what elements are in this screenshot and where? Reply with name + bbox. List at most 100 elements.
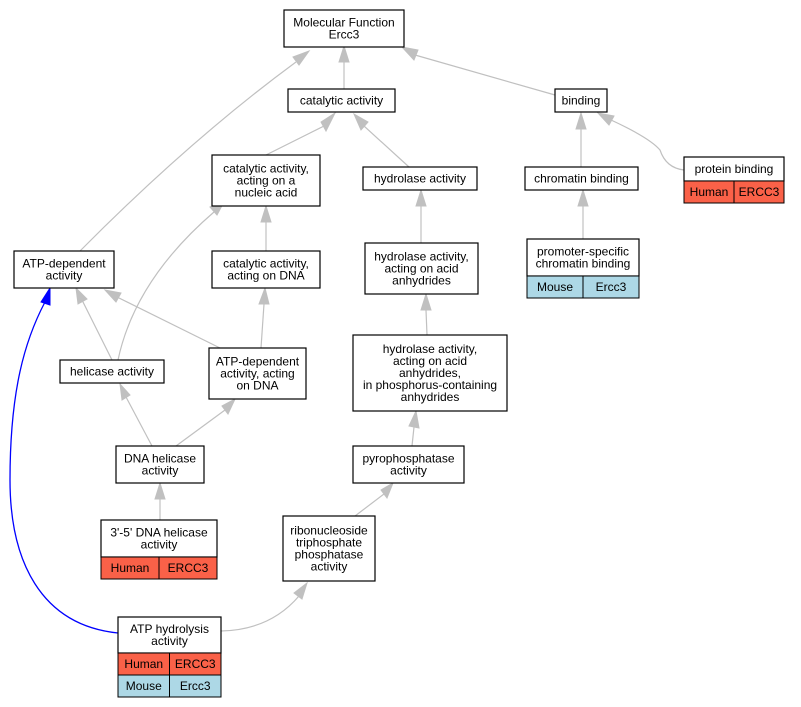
node-label-line: activity [311, 560, 348, 574]
edge-binding-chromatin [575, 111, 587, 167]
node-hyd-phos[interactable]: hydrolase activity,acting on acidanhydri… [352, 334, 508, 412]
node-chromatin[interactable]: chromatin binding [524, 166, 639, 191]
node-box [283, 9, 405, 48]
node-label-line: acting on DNA [227, 269, 304, 283]
node-label-line: acting on acid [384, 262, 458, 276]
node-box [211, 154, 321, 207]
node-label-line: acting on a [237, 174, 296, 188]
node-cat-dna[interactable]: catalytic activity,acting on DNA [211, 250, 321, 289]
edge-mf-catalytic [338, 44, 350, 89]
edge-chromatin-promoter [577, 188, 589, 239]
node-label-line: triphosphate [296, 536, 362, 550]
node-box [554, 88, 608, 113]
node-box [352, 445, 465, 484]
node-label-line: anhydrides, [399, 366, 461, 380]
node-label-line: catalytic activity, [223, 257, 309, 271]
gene-label: Ercc3 [180, 679, 211, 693]
node-label-line: ribonucleoside [290, 524, 368, 538]
edge-catnuc-helicase [117, 198, 227, 361]
node-box [208, 347, 307, 400]
edge-dnahel-hel35 [154, 481, 166, 520]
node-label-line: Molecular Function [293, 16, 394, 30]
node-box [526, 238, 640, 277]
node-label-line: promoter-specific [537, 245, 629, 259]
node-box [211, 250, 321, 289]
edge-hydanh-hydphos [420, 292, 432, 336]
node-box [117, 616, 222, 654]
node-label-line: on DNA [236, 379, 278, 393]
edge-atpdep-atpdna [103, 289, 221, 349]
species-label: Human [124, 657, 163, 671]
node-label-line: helicase activity [70, 365, 154, 379]
annotation-row: Mouse Ercc3 [117, 674, 222, 698]
node-label-line: acting on acid [393, 354, 467, 368]
edge-mf-binding [400, 46, 556, 96]
gene-cell [733, 180, 785, 204]
node-label-line: ATP-dependent [22, 257, 106, 271]
node-box [362, 166, 478, 191]
node-label-line: nucleic acid [235, 186, 298, 200]
edge-helicase-dnahel [119, 382, 153, 447]
node-helicase[interactable]: helicase activity [59, 359, 165, 384]
edge-atpdep-helicase [75, 286, 113, 361]
gene-label: ERCC3 [175, 657, 216, 671]
gene-label: Ercc3 [596, 280, 627, 294]
annotation-row: Mouse Ercc3 [526, 275, 640, 299]
gene-label: ERCC3 [739, 185, 780, 199]
species-label: Mouse [126, 679, 162, 693]
species-label: Human [111, 561, 150, 575]
node-label-line: catalytic activity [300, 94, 383, 108]
node-box [352, 334, 508, 412]
edge-binding-protein [596, 112, 685, 171]
node-box [115, 445, 205, 484]
node-label-line: ATP hydrolysis [130, 622, 209, 636]
node-label-line: activity [142, 464, 179, 478]
node-label-line: activity, acting [220, 367, 294, 381]
node-label-line: hydrolase activity, [374, 250, 468, 264]
annotation-row: Human ERCC3 [683, 180, 785, 204]
edge-catalytic-catnuc [265, 111, 337, 156]
node-box [13, 250, 115, 289]
node-label-line: anhydrides [392, 274, 451, 288]
gene-cell [158, 556, 218, 580]
node-box [282, 515, 376, 582]
edge-catdna-atpdna [258, 286, 270, 349]
node-label-line: activity [46, 269, 83, 283]
node-box [364, 242, 479, 295]
node-binding[interactable]: binding [554, 88, 608, 113]
edge-atphyd-atpdep-highlight [9, 286, 119, 634]
node-label-line: activity [151, 634, 188, 648]
node-label-line: ATP-dependent [216, 355, 300, 369]
node-label-line: Ercc3 [329, 28, 360, 42]
edge-hydrolase-hydanh [415, 188, 427, 243]
node-hyd-anh[interactable]: hydrolase activity,acting on acidanhydri… [364, 242, 479, 295]
species-label: Mouse [537, 280, 573, 294]
node-ribo[interactable]: ribonucleosidetriphosphatephosphataseact… [282, 515, 376, 582]
species-label: Human [690, 185, 729, 199]
node-label-line: pyrophosphatase [362, 452, 454, 466]
node-label-line: in phosphorus-containing [363, 378, 497, 392]
node-label-line: hydrolase activity [374, 172, 466, 186]
node-label-line: chromatin binding [536, 257, 631, 271]
gene-cell [169, 674, 222, 698]
node-label-line: protein binding [695, 162, 774, 176]
node-catalytic[interactable]: catalytic activity [287, 88, 396, 113]
node-label-line: activity [141, 538, 178, 552]
node-label-line: phosphatase [295, 548, 364, 562]
annotation-row: Human ERCC3 [117, 652, 222, 676]
node-hydrolase[interactable]: hydrolase activity [362, 166, 478, 191]
node-box [100, 519, 218, 558]
